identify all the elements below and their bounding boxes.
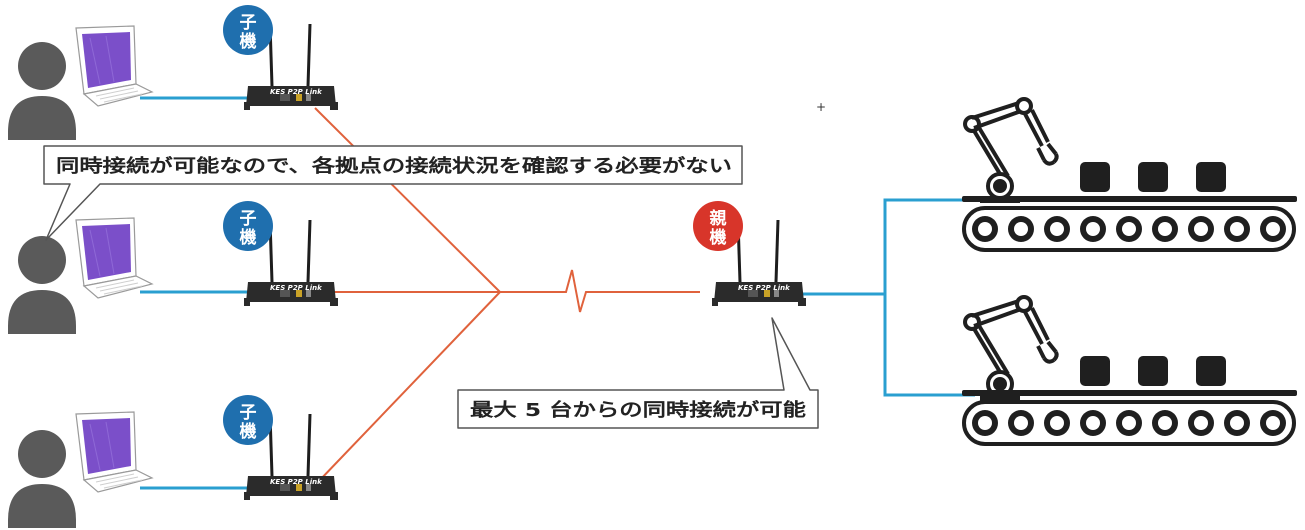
child-badge-2: 子 機 — [223, 201, 273, 251]
parent-router: KES P2P Link — [710, 218, 808, 308]
conveyor-roller-hub — [1014, 222, 1028, 236]
conveyor-roller-hub — [978, 416, 992, 430]
parent-badge: 親 機 — [693, 201, 743, 251]
conveyor-belt-icon — [960, 194, 1299, 252]
device-label: KES P2P Link — [270, 284, 323, 292]
conveyor-belt-icon — [960, 388, 1299, 446]
conveyor-roller-hub — [1194, 416, 1208, 430]
conveyor-roller-hub — [1194, 222, 1208, 236]
person-icon — [8, 236, 76, 334]
svg-text:親: 親 — [710, 208, 727, 229]
child-router-2: KES P2P Link — [242, 218, 340, 308]
laptop-icon — [75, 411, 153, 493]
robot-arm-icon — [965, 297, 1057, 398]
callout-bottom: 最大 5 台からの同時接続が可能 — [457, 317, 819, 429]
svg-text:機: 機 — [240, 227, 257, 248]
laptop-icon — [75, 217, 153, 299]
device-label: KES P2P Link — [738, 284, 791, 292]
marker: + — [816, 100, 826, 114]
svg-text:機: 機 — [240, 421, 257, 442]
wireless-link-trunk — [500, 269, 700, 313]
person-icon — [8, 42, 76, 140]
svg-text:子: 子 — [240, 13, 257, 33]
conveyor-roller-hub — [1230, 416, 1244, 430]
svg-text:子: 子 — [240, 209, 257, 229]
conveyor-roller-hub — [1086, 222, 1100, 236]
laptop-icon — [75, 25, 153, 107]
child-badge-1: 子 機 — [223, 5, 273, 55]
wired-link-factory — [800, 198, 975, 296]
package-icon — [1138, 162, 1168, 192]
person-icon — [8, 430, 76, 528]
callout-bottom-text: 最大 5 台からの同時接続が可能 — [470, 399, 806, 421]
svg-text:子: 子 — [240, 403, 257, 423]
device-label: KES P2P Link — [270, 478, 323, 486]
wireless-link-bottom — [317, 291, 501, 483]
production-line-2 — [960, 297, 1299, 446]
production-line-1 — [960, 99, 1299, 252]
callout-top-text: 同時接続が可能なので、各拠点の接続状況を確認する必要がない — [56, 155, 732, 177]
conveyor-roller-hub — [1122, 416, 1136, 430]
svg-text:機: 機 — [240, 31, 257, 52]
conveyor-roller-hub — [1050, 416, 1064, 430]
package-icon — [1196, 356, 1226, 386]
wireless-link-top — [314, 107, 501, 293]
wireless-links — [314, 107, 700, 483]
child-router-3: KES P2P Link — [242, 412, 340, 502]
conveyor-roller-hub — [978, 222, 992, 236]
child-router-1: KES P2P Link — [242, 22, 340, 112]
conveyor-roller-hub — [1230, 222, 1244, 236]
conveyor-roller-hub — [1266, 416, 1280, 430]
conveyor-roller-hub — [1086, 416, 1100, 430]
site-3 — [8, 411, 153, 528]
robot-arm-icon — [965, 99, 1057, 200]
package-icon — [1138, 356, 1168, 386]
site-2 — [8, 217, 153, 334]
wired-links — [140, 96, 975, 490]
wired-link-factory-2 — [883, 294, 975, 397]
device-label: KES P2P Link — [270, 88, 323, 96]
package-icon — [1196, 162, 1226, 192]
conveyor-roller-hub — [1266, 222, 1280, 236]
child-badge-3: 子 機 — [223, 395, 273, 445]
package-icon — [1080, 356, 1110, 386]
package-icon — [1080, 162, 1110, 192]
conveyor-roller-hub — [1122, 222, 1136, 236]
conveyor-roller-hub — [1158, 416, 1172, 430]
site-1 — [8, 25, 153, 140]
callout-top: 同時接続が可能なので、各拠点の接続状況を確認する必要がない — [43, 145, 743, 241]
conveyor-roller-hub — [1050, 222, 1064, 236]
conveyor-roller-hub — [1158, 222, 1172, 236]
svg-text:機: 機 — [710, 227, 727, 248]
conveyor-roller-hub — [1014, 416, 1028, 430]
